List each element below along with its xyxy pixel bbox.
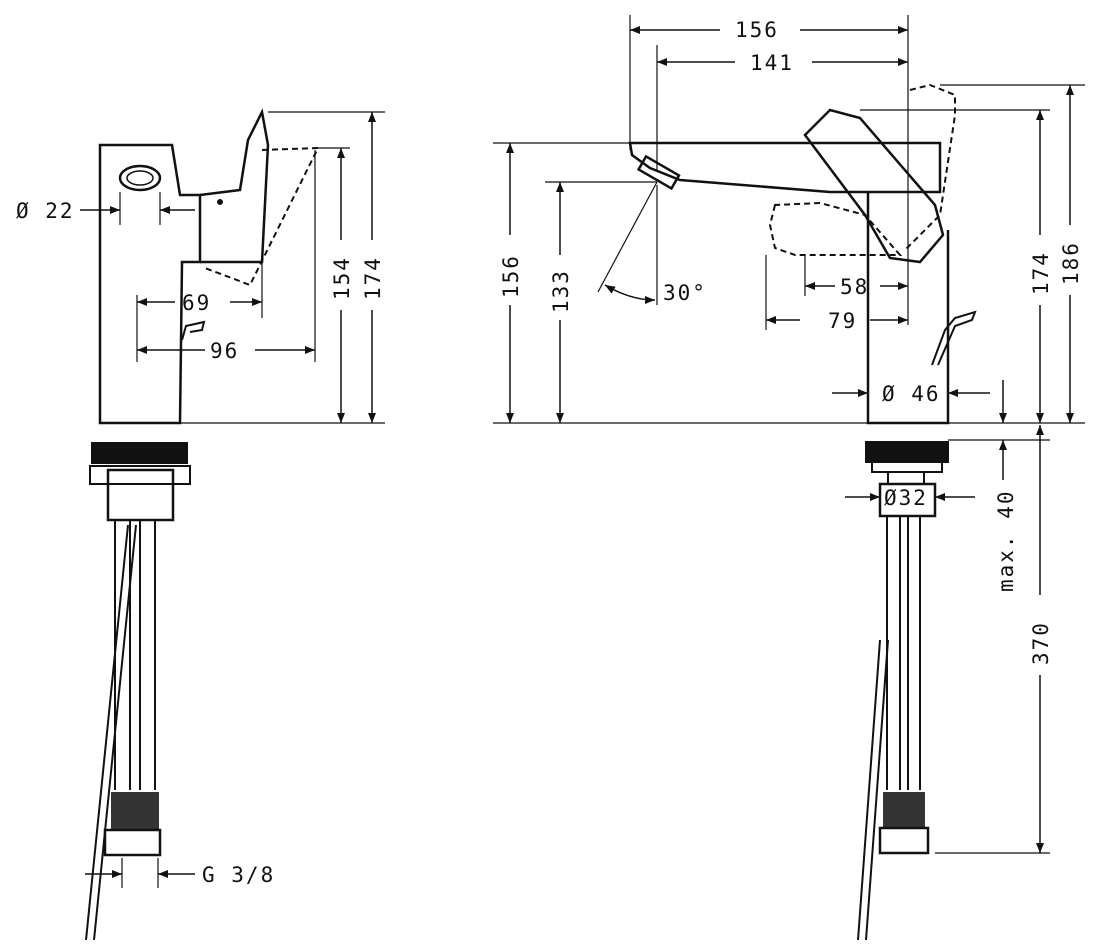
dim-shank-dia: Ø32 bbox=[884, 486, 928, 510]
dim-width-141: 141 bbox=[750, 51, 794, 75]
front-aerator bbox=[636, 154, 681, 191]
front-view bbox=[493, 15, 1085, 941]
side-hose-fittings bbox=[111, 792, 159, 829]
side-popup-rod bbox=[181, 320, 206, 341]
front-hose-nut bbox=[878, 826, 930, 855]
dim-thread: G 3/8 bbox=[202, 863, 275, 887]
front-hose-fittings bbox=[883, 792, 925, 827]
front-lever-dashed-side bbox=[768, 201, 903, 256]
dim-lever-58: 58 bbox=[840, 275, 869, 299]
dim-lever-79: 79 bbox=[828, 309, 857, 333]
dim-lever-69: 69 bbox=[182, 291, 211, 315]
dim-height-133: 133 bbox=[549, 269, 573, 313]
dim-height-174-front: 174 bbox=[1029, 251, 1053, 295]
dim-max-40: max. 40 bbox=[994, 489, 1018, 592]
side-handle-dashed-position bbox=[204, 146, 320, 287]
dim-height-186: 186 bbox=[1059, 241, 1083, 285]
side-base-nut bbox=[91, 442, 188, 464]
front-popup-rod bbox=[931, 310, 977, 366]
dim-height-174: 174 bbox=[361, 256, 385, 300]
front-base-nut bbox=[865, 441, 949, 463]
dim-height-154: 154 bbox=[330, 256, 354, 300]
front-spout bbox=[628, 141, 942, 194]
side-hose-nut bbox=[103, 828, 162, 857]
side-aerator bbox=[118, 164, 162, 192]
side-faucet-body bbox=[98, 143, 202, 425]
side-shank bbox=[106, 468, 175, 522]
dim-aerator-dia: Ø 22 bbox=[16, 199, 75, 223]
side-handle bbox=[199, 108, 270, 264]
front-lever bbox=[803, 108, 945, 264]
side-view bbox=[85, 108, 385, 941]
dim-width-156: 156 bbox=[735, 18, 779, 42]
dim-angle-30: 30° bbox=[663, 281, 707, 305]
dim-lever-96: 96 bbox=[210, 339, 239, 363]
side-popup-rod-long bbox=[85, 524, 129, 941]
front-popup-rod-long bbox=[857, 639, 881, 941]
dim-hose-370: 370 bbox=[1029, 621, 1053, 665]
dim-body-dia: Ø 46 bbox=[882, 382, 941, 406]
dim-height-156: 156 bbox=[499, 254, 523, 298]
